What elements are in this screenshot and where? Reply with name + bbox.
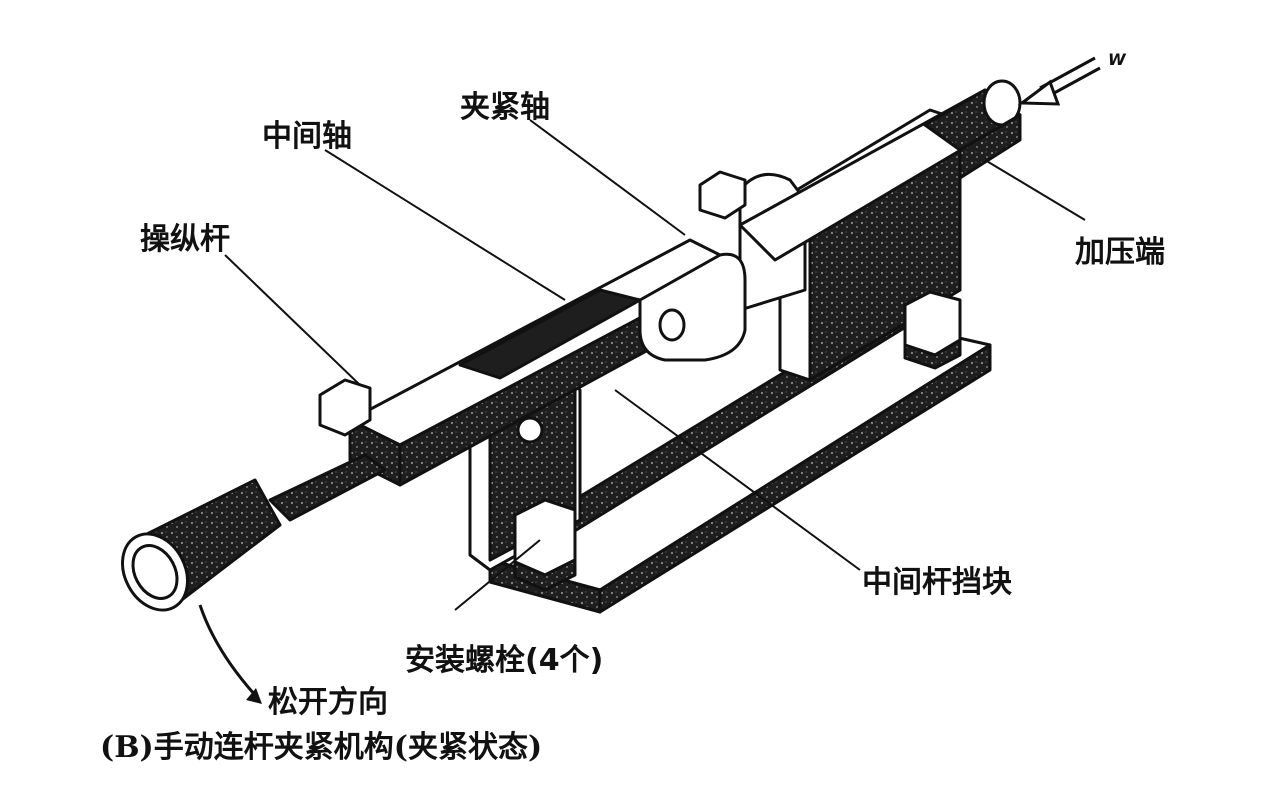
label-release-direction: 松开方向 bbox=[268, 685, 388, 720]
handle bbox=[121, 453, 387, 612]
force-arrow bbox=[1017, 56, 1101, 106]
label-clamp-shaft: 夹紧轴 bbox=[460, 90, 550, 125]
hex-bolts bbox=[318, 170, 962, 592]
release-direction-arrow bbox=[198, 604, 262, 704]
leader-lines bbox=[224, 119, 1086, 611]
label-force-w: W bbox=[1108, 50, 1126, 69]
clevis-ear bbox=[638, 252, 747, 362]
figure-caption: (B)手动连杆夹紧机构(夹紧状态) bbox=[100, 730, 543, 765]
label-pressing-end: 加压端 bbox=[1075, 235, 1165, 270]
label-middle-rod-stop: 中间杆挡块 bbox=[862, 565, 1012, 600]
label-middle-shaft: 中间轴 bbox=[262, 119, 352, 154]
lever-link bbox=[348, 238, 742, 487]
label-lever: 操纵杆 bbox=[140, 222, 230, 257]
label-mount-bolts: 安装螺栓(4个) bbox=[405, 643, 604, 678]
clamp-shaft bbox=[738, 79, 1022, 262]
